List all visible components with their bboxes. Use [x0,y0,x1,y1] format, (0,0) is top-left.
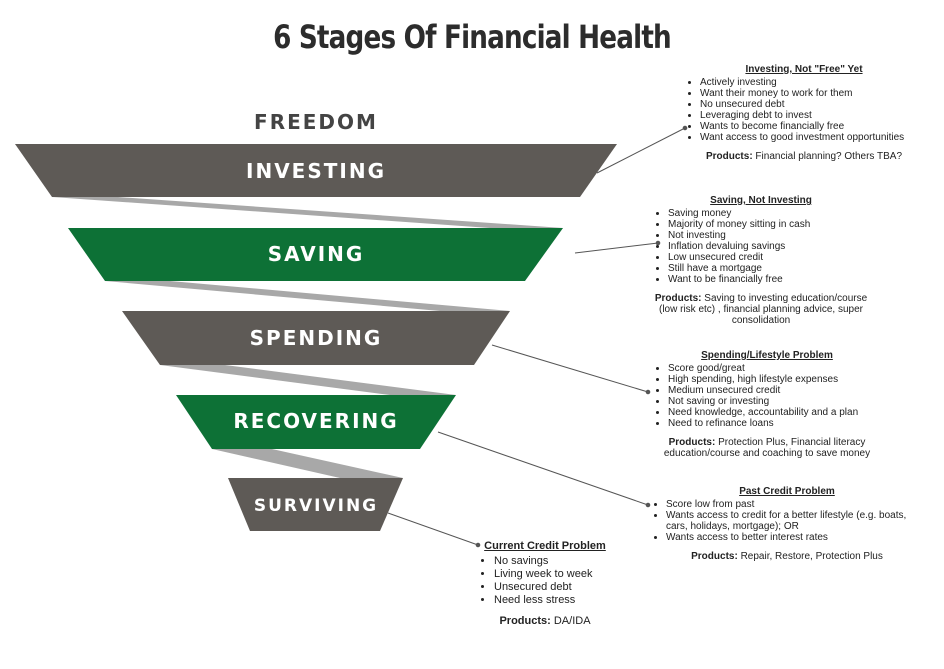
list-item: Medium unsecured credit [668,385,880,396]
connector-investing-saving [52,197,563,228]
products-text: Repair, Restore, Protection Plus [737,551,883,562]
list-item: Wants access to credit for a better life… [666,510,922,532]
list-item: Want to be financially free [668,274,868,285]
list-item: No unsecured debt [700,99,922,110]
stage-saving-shape [68,228,563,281]
products-text: Financial planning? Others TBA? [752,151,903,162]
products-label: Products: [705,151,753,162]
list-item: Actively investing [700,77,922,88]
leader-investing [596,127,686,174]
panel-saving-list: Saving money Majority of money sitting i… [654,208,868,285]
products-text: Protection Plus, Financial literacy educ… [663,437,871,459]
list-item: Want their money to work for them [700,88,922,99]
leader-surviving-dot [475,542,481,548]
panel-saving: Saving, Not Investing Saving money Major… [654,195,868,326]
leader-recovering-dot [645,502,651,508]
list-item: Score good/great [668,363,880,374]
list-item: Want access to good investment opportuni… [700,132,922,143]
stage-surviving-shape [228,478,403,531]
list-item: Not investing [668,230,868,241]
products-text: Saving to investing education/course (lo… [659,293,868,326]
page-title: 6 Stages Of Financial Health [273,18,672,56]
list-item: Score low from past [666,499,922,510]
panel-spending-list: Score good/great High spending, high lif… [654,363,880,429]
list-item: Unsecured debt [494,581,610,594]
panel-surviving-products: Products: DA/IDA [480,615,610,628]
leader-saving-dot [655,240,661,246]
stage-recovering-shape [176,395,456,449]
list-item: Wants access to better interest rates [666,532,922,543]
freedom-label: FREEDOM [254,110,378,134]
list-item: Need knowledge, accountability and a pla… [668,407,880,418]
list-item: Still have a mortgage [668,263,868,274]
leader-recovering [437,431,649,506]
panel-surviving-list: No savings Living week to week Unsecured… [480,555,610,607]
stage-recovering-label: RECOVERING [233,409,398,433]
list-item: Low unsecured credit [668,252,868,263]
panel-spending-heading: Spending/Lifestyle Problem [701,350,833,361]
leader-surviving [387,512,479,546]
panel-spending-products: Products: Protection Plus, Financial lit… [654,437,880,459]
panel-spending: Spending/Lifestyle Problem Score good/gr… [654,350,880,459]
panel-saving-heading: Saving, Not Investing [710,195,812,206]
leader-spending-dot [645,389,651,395]
stage-investing-label: INVESTING [246,159,386,183]
list-item: Saving money [668,208,868,219]
products-label: Products: [691,551,738,562]
stage-surviving-label: SURVIVING [254,496,378,516]
connector-recovering-surviving [212,449,403,478]
panel-recovering: Past Credit Problem Score low from past … [652,486,922,562]
list-item: No savings [494,555,610,568]
stage-investing-shape [15,144,617,197]
panel-surviving: Current Credit Problem No savings Living… [480,540,610,628]
panel-investing: Investing, Not "Free" Yet Actively inves… [686,64,922,162]
list-item: High spending, high lifestyle expenses [668,374,880,385]
list-item: Inflation devaluing savings [668,241,868,252]
panel-investing-list: Actively investing Want their money to w… [686,77,922,143]
panel-recovering-products: Products: Repair, Restore, Protection Pl… [652,551,922,562]
products-label: Products: [668,437,716,448]
list-item: Leveraging debt to invest [700,110,922,121]
list-item: Need to refinance loans [668,418,880,429]
panel-recovering-heading: Past Credit Problem [739,486,835,497]
connector-saving-spending [105,281,510,311]
panel-surviving-heading: Current Credit Problem [484,540,606,552]
stage-saving-label: SAVING [268,242,365,266]
products-label: Products: [499,615,551,627]
stage-spending-label: SPENDING [250,326,383,350]
connector-spending-recovering [160,365,456,395]
list-item: Not saving or investing [668,396,880,407]
stage-spending-shape [122,311,510,365]
panel-saving-products: Products: Saving to investing education/… [654,293,868,326]
panel-recovering-list: Score low from past Wants access to cred… [652,499,922,543]
leader-spending [491,344,649,393]
products-label: Products: [654,293,702,304]
list-item: Majority of money sitting in cash [668,219,868,230]
panel-investing-heading: Investing, Not "Free" Yet [745,64,863,75]
leader-saving [574,242,659,254]
leader-investing-dot [682,125,688,131]
panel-investing-products: Products: Financial planning? Others TBA… [686,151,922,162]
list-item: Living week to week [494,568,610,581]
list-item: Wants to become financially free [700,121,922,132]
list-item: Need less stress [494,594,610,607]
products-text: DA/IDA [550,615,591,627]
